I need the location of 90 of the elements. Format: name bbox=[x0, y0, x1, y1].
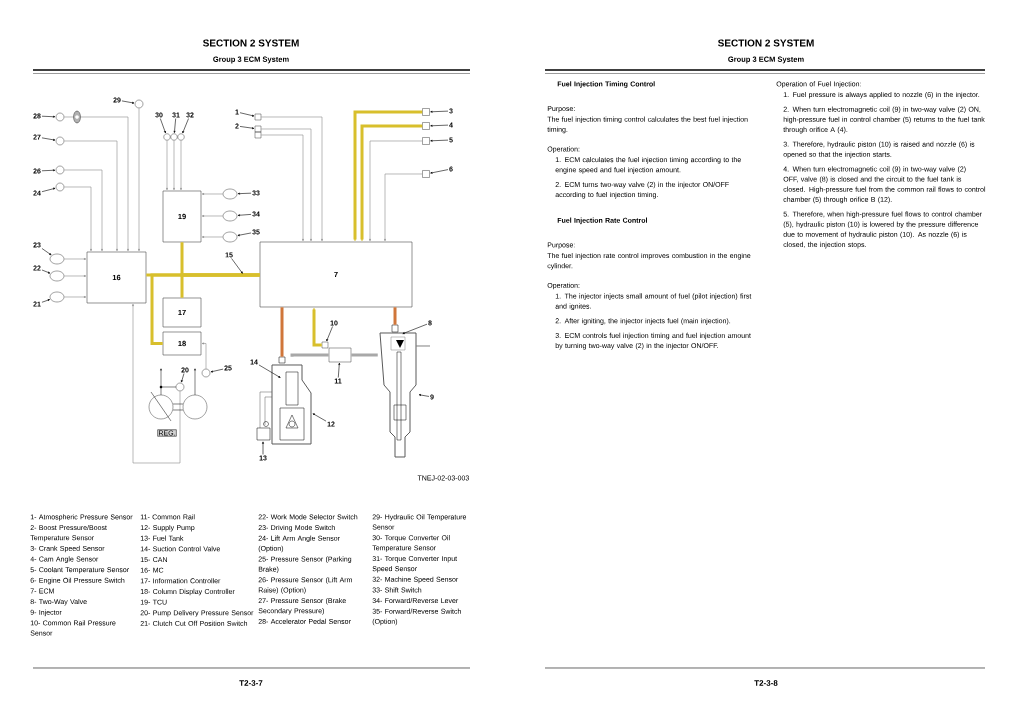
sensor-symbol bbox=[422, 122, 430, 130]
switch-symbol bbox=[49, 270, 65, 282]
leader-line bbox=[231, 258, 243, 274]
wire bbox=[180, 140, 182, 191]
bus-line bbox=[150, 273, 260, 345]
wire bbox=[201, 236, 224, 238]
wire bbox=[201, 215, 224, 217]
sensor-symbol bbox=[254, 113, 262, 121]
page-title: SECTION 2 SYSTEM bbox=[202, 39, 299, 47]
wire bbox=[63, 296, 87, 298]
fuel-pipe bbox=[290, 353, 329, 358]
wire bbox=[63, 140, 118, 252]
sensor-symbol bbox=[254, 125, 262, 133]
sensor-symbol bbox=[170, 133, 178, 141]
leader-line bbox=[418, 394, 430, 397]
wire bbox=[369, 140, 423, 242]
leader-line bbox=[41, 187, 56, 192]
wire bbox=[260, 116, 323, 242]
wire bbox=[360, 124, 423, 242]
switch-symbol bbox=[222, 210, 238, 222]
sensor-symbol bbox=[55, 182, 65, 192]
leader-line bbox=[237, 192, 252, 195]
leader-line bbox=[430, 110, 449, 113]
page-title: SECTION 2 SYSTEM bbox=[717, 39, 814, 47]
sensor-symbol bbox=[55, 112, 65, 122]
wire bbox=[132, 303, 181, 464]
sensor-symbol bbox=[55, 136, 65, 146]
leader-line bbox=[182, 118, 189, 134]
switch-symbol bbox=[222, 231, 238, 243]
wire bbox=[138, 107, 140, 252]
sensor-symbol bbox=[321, 341, 329, 349]
wire bbox=[63, 169, 103, 252]
wire bbox=[353, 110, 423, 242]
leader-line bbox=[430, 124, 449, 127]
leader-line bbox=[41, 137, 56, 141]
wire bbox=[63, 116, 129, 252]
switch-symbol bbox=[49, 291, 65, 303]
wire bbox=[173, 140, 175, 191]
sensor-symbol bbox=[254, 131, 262, 139]
leader-line bbox=[262, 441, 264, 455]
page-number: T2-3-8 bbox=[754, 680, 778, 686]
leader-line bbox=[181, 373, 185, 383]
sensor-symbol bbox=[55, 165, 65, 175]
leader-line bbox=[237, 214, 252, 217]
sensor-symbol bbox=[134, 99, 144, 109]
signal-line bbox=[393, 307, 397, 325]
rail-box bbox=[328, 347, 352, 363]
leader-line bbox=[41, 115, 56, 118]
leader-line bbox=[41, 248, 52, 256]
sensor-symbol bbox=[177, 133, 185, 141]
sensor-symbol bbox=[201, 368, 211, 378]
wire bbox=[260, 128, 312, 242]
sensor-symbol bbox=[175, 382, 185, 392]
injector-drawing bbox=[379, 324, 431, 458]
wire bbox=[312, 307, 322, 347]
leader-line bbox=[312, 413, 327, 422]
leader-line bbox=[430, 139, 449, 142]
leader-line bbox=[121, 100, 135, 104]
leader-line bbox=[402, 323, 428, 334]
switch-symbol bbox=[49, 253, 65, 265]
wire bbox=[166, 140, 168, 191]
wire bbox=[63, 186, 92, 252]
wire bbox=[260, 134, 304, 242]
supply-pump-drawing bbox=[271, 356, 312, 445]
wire bbox=[201, 193, 224, 195]
leader-line bbox=[239, 112, 255, 117]
leader-line bbox=[239, 126, 255, 130]
sensor-symbol bbox=[422, 170, 430, 178]
leader-line bbox=[41, 299, 50, 303]
sensor-symbol bbox=[422, 137, 430, 145]
leader-line bbox=[258, 364, 281, 378]
leader-line bbox=[210, 368, 224, 373]
signal-line bbox=[280, 307, 284, 357]
leader-line bbox=[326, 326, 333, 342]
wire bbox=[63, 258, 87, 260]
page-number: T2-3-7 bbox=[239, 680, 263, 686]
switch-symbol bbox=[222, 188, 238, 200]
leader-line bbox=[41, 269, 51, 274]
leader-line bbox=[41, 169, 56, 172]
wire bbox=[201, 342, 207, 370]
leader-line bbox=[173, 118, 176, 133]
sensor-symbol bbox=[422, 108, 430, 116]
leader-line bbox=[237, 232, 252, 237]
wire bbox=[384, 173, 423, 242]
leader-line bbox=[160, 118, 166, 134]
fuel-pipe bbox=[351, 353, 378, 357]
wire bbox=[63, 275, 87, 277]
leader-line bbox=[430, 169, 449, 174]
leader-line bbox=[337, 362, 341, 378]
sensor-symbol bbox=[163, 133, 171, 141]
